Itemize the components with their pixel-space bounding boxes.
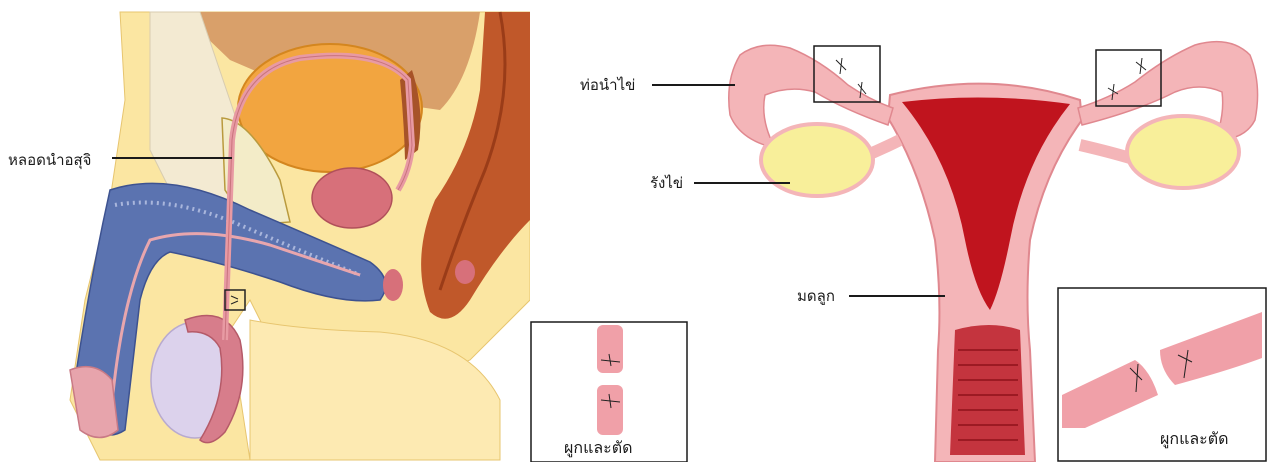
label-ovary: รังไข่ [650,171,683,195]
female-inset-caption: ผูกและตัด [1160,427,1229,452]
right-ovary [1127,116,1239,188]
left-ovary [761,124,873,196]
inset-tube-upper [597,325,623,373]
bulb [383,269,403,301]
male-anatomy [70,12,530,460]
prostate [312,168,392,228]
bladder [238,44,422,172]
inset-tube-lower [597,385,623,435]
label-fallopian-tube: ท่อนำไข่ [580,73,635,97]
label-uterus: มดลูก [797,284,835,308]
anal-sphincter [455,260,475,284]
right-ovarian-ligament [1080,145,1130,158]
label-vas-deferens: หลอดนำอสุจิ [8,148,91,172]
male-inset-caption: ผูกและตัด [564,436,633,461]
vaginal-canal [950,325,1025,455]
